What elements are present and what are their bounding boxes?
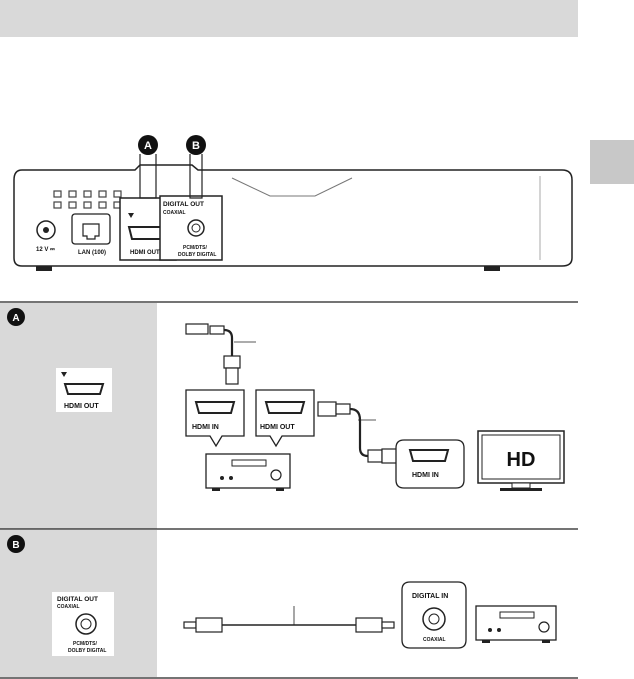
player-rear-panel: 12 V ⎓ LAN (100) HDMI OUT DIGITAL OUT CO… <box>13 164 573 271</box>
dc-in-label: 12 V ⎓ <box>36 247 55 253</box>
row-a-port-label: HDMI OUT <box>64 403 99 410</box>
row-b-dolby-label: DOLBY DIGITAL <box>68 648 106 654</box>
marker-b-pointer: B <box>186 135 206 199</box>
av-receiver-b <box>475 605 557 643</box>
digital-in-label: DIGITAL IN <box>412 593 448 600</box>
row-b-coaxial-label: COAXIAL <box>57 604 80 610</box>
tv-hdmi-in-box: HDMI IN <box>395 439 465 489</box>
coaxial-in-label: COAXIAL <box>423 637 446 643</box>
row-b-digital-out-label: DIGITAL OUT <box>57 596 98 603</box>
marker-b: B <box>192 140 200 152</box>
pcm-label: PCM/DTS/ <box>183 245 208 251</box>
section-header-band <box>0 0 578 37</box>
receiver-hdmi-in-box: HDMI IN <box>185 389 245 448</box>
marker-a-pointer: A <box>138 135 158 199</box>
dolby-label: DOLBY DIGITAL <box>178 252 216 258</box>
av-receiver <box>205 453 291 491</box>
tv-in-label: HDMI IN <box>412 472 439 479</box>
coaxial-label: COAXIAL <box>163 210 186 216</box>
coaxial-cable <box>183 617 395 633</box>
hdmi-cable-1 <box>185 323 241 385</box>
marker-a: A <box>144 140 152 152</box>
vent-slots <box>53 190 122 209</box>
hdmi-out-label: HDMI OUT <box>130 250 160 256</box>
receiver-hdmi-out-box: HDMI OUT <box>255 389 315 448</box>
digital-in-box: DIGITAL IN COAXIAL <box>401 581 467 649</box>
lan-port <box>71 213 111 245</box>
row-a-marker: A <box>12 313 19 324</box>
row-b-port-icon: DIGITAL OUT COAXIAL PCM/DTS/ DOLBY DIGIT… <box>52 592 114 656</box>
row-b-pcm-label: PCM/DTS/ <box>73 641 98 647</box>
row-a-label-cell <box>0 303 157 529</box>
coaxial-jack <box>187 219 205 237</box>
row-a-port-icon: HDMI OUT <box>56 368 112 412</box>
side-tab-marker <box>590 140 634 184</box>
tv-screen-label: HD <box>507 449 536 471</box>
receiver-out-label: HDMI OUT <box>260 424 295 431</box>
hdmi-cable-2 <box>317 401 401 464</box>
digital-out-label: DIGITAL OUT <box>163 201 204 208</box>
lan-label: LAN (100) <box>78 250 106 256</box>
tv-set: HD <box>477 430 565 491</box>
row-b-marker: B <box>12 540 19 551</box>
dc-in-jack <box>36 220 56 240</box>
receiver-in-label: HDMI IN <box>192 424 219 431</box>
